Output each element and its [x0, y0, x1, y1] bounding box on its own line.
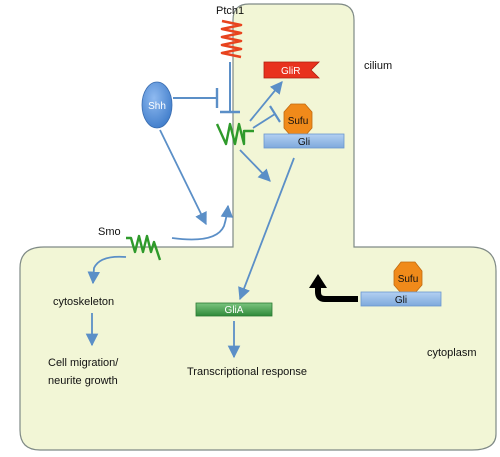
cell-migration-label-1: Cell migration/: [48, 357, 119, 369]
cell-migration-label-2: neurite growth: [48, 375, 118, 387]
glir-flag: [263, 61, 320, 79]
shh-to-cilium-arrow: [159, 129, 207, 226]
glia-label: GliA: [225, 305, 244, 316]
gli-transport-arrowhead: [309, 274, 327, 288]
cytoplasm-label: cytoplasm: [427, 347, 477, 359]
cell-compartment: [19, 3, 497, 451]
smo-label: Smo: [98, 226, 121, 238]
smo-to-cytoskeleton-arrow: [87, 255, 127, 285]
sufu-cytoplasm: [393, 261, 423, 294]
inhibit-bar-3: [269, 105, 281, 123]
transcriptional-response-label: Transcriptional response: [187, 366, 307, 378]
shh-label: Shh: [148, 101, 166, 112]
ptch1-label: Ptch1: [216, 5, 244, 17]
gli-cytoplasm-label: Gli: [395, 295, 407, 306]
gli-transport-arrow: [315, 285, 358, 302]
sufu-cytoplasm-label: Sufu: [398, 274, 419, 285]
gli-to-glia-arrow: [238, 157, 295, 301]
smo-inhibit-sufu: [252, 113, 276, 129]
sufu-cilium-label: Sufu: [288, 116, 309, 127]
glir-label: GliR: [281, 66, 300, 77]
glia-bar: [195, 302, 273, 317]
gli-cytoplasm: [360, 291, 442, 307]
ptch1-receptor: [220, 19, 243, 59]
sufu-cilium: [283, 103, 313, 137]
smo-down-arrow: [239, 149, 271, 182]
cytoskeleton-label: cytoskeleton: [53, 296, 114, 308]
gli-cilium-label: Gli: [298, 137, 310, 148]
cilium-label: cilium: [364, 60, 392, 72]
smo-receptor-cilium: [215, 122, 254, 146]
gli-cilium: [263, 133, 345, 149]
smo-receptor-membrane: [126, 234, 162, 261]
smo-to-cilium-arrow: [171, 204, 234, 241]
smo-to-glir-arrow: [249, 81, 283, 122]
shh-ligand: [141, 81, 173, 129]
